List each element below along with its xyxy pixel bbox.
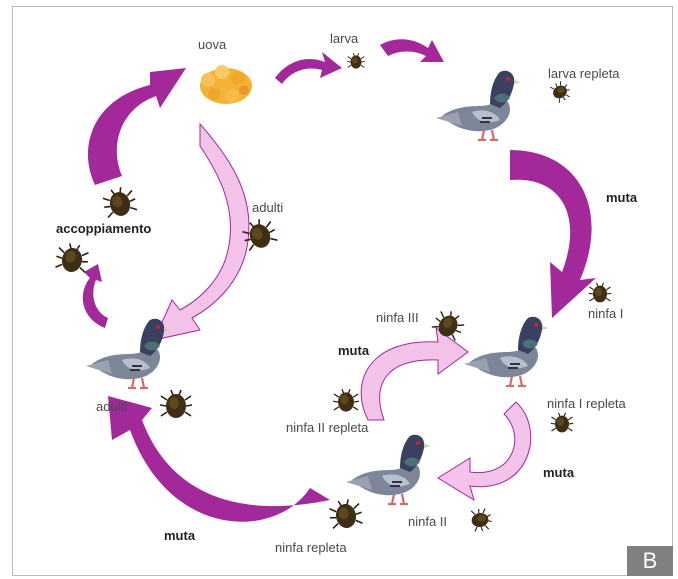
mite-icon-ninfa-II [469,506,494,534]
label-larva-repleta: larva repleta [548,66,620,81]
label-muta-4: muta [164,528,196,543]
label-adulti-bottom: adulti [96,399,128,414]
label-muta-1: muta [606,190,638,205]
label-ninfa-II-repleta: ninfa II repleta [286,420,369,435]
arrow-muta-to-ninfa-I [510,150,596,318]
mite-icon-ninfa-I-repleta [550,412,574,433]
arrow-larva-to-pigeon [380,39,444,62]
mite-icon-ninfa-II-repleta [332,388,360,413]
arrow-adulti-to-accoppiamento [82,264,108,328]
pigeon-icon-top [434,69,522,142]
label-ninfa-I-repleta: ninfa I repleta [547,396,626,411]
eggs-icon [200,65,252,104]
pigeon-icon-left [84,317,172,390]
mite-icon-larva-repleta [548,78,574,105]
arrow-ninfa-II-repleta-to-ninfa-III [360,326,469,421]
arrow-uova-to-adulti [153,122,250,341]
label-ninfa-I: ninfa I [588,306,624,321]
mite-icon-ninfa-repleta [326,496,365,532]
label-larva: larva [330,31,359,46]
label-ninfa-III: ninfa III [376,310,419,325]
pigeon-icon-right [462,315,550,388]
label-uova: uova [198,37,227,52]
mite-icon-accoppiamento-1 [99,183,140,221]
label-muta-2: muta [338,343,370,358]
label-accoppiamento: accoppiamento [56,221,152,236]
mite-icon-adulti-bottom [159,389,193,419]
panel-letter-badge: B [627,546,673,576]
arrow-ninfa-I-repleta-to-ninfa-II [437,401,532,502]
pigeon-icon-bottom [344,433,432,506]
mite-icon-accoppiamento-2 [53,240,92,276]
mite-icon-larva [346,52,366,70]
mite-icon-ninfa-I [588,282,612,303]
label-muta-3: muta [543,465,575,480]
label-ninfa-repleta: ninfa repleta [275,540,347,555]
arrow-ninfa-repleta-to-adulti [108,396,330,522]
label-ninfa-II: ninfa II [408,514,448,529]
arrow-accoppiamento-to-uova [87,68,186,185]
arrow-uova-to-larva [275,52,342,84]
label-adulti-top: adulti [252,200,284,215]
